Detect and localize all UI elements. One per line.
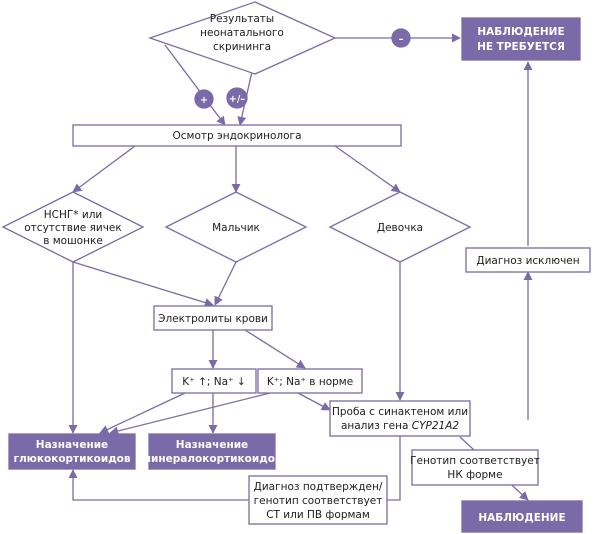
arrow-screening-to-exam-plus: [164, 44, 226, 126]
k-high-label: K⁺ ↑; Na⁺ ↓: [182, 376, 245, 388]
connectors: [68, 33, 533, 501]
screening-results-node: Результаты неонатального скрининга: [147, 1, 337, 75]
k-na-normal-node: K⁺; Na⁺ в норме: [257, 368, 363, 394]
arrow-k-normal-to-synacthen: [297, 392, 331, 411]
plus-badge: +: [194, 89, 214, 109]
plus-minus-badge-label: +/–: [229, 94, 245, 105]
blood-electrolytes-node: Электролиты крови: [153, 305, 273, 331]
girl-label: Девочка: [377, 222, 423, 234]
diagnosis-confirmed-node: Диагноз подтвержден/ генотип соответству…: [248, 475, 388, 525]
minus-badge-label: –: [399, 34, 404, 45]
arrow-electrolytes-to-k-normal: [244, 329, 306, 369]
nsng-line-1: НСНГ* или: [44, 209, 102, 221]
observation-node: НАБЛЮДЕНИЕ: [461, 500, 583, 533]
screening-line-3: скрининга: [213, 41, 271, 53]
synacthen-line-2-text: анализ гена: [341, 420, 412, 432]
endocrinologist-label: Осмотр эндокринолога: [172, 130, 301, 142]
plus-badge-label: +: [200, 95, 208, 106]
confirmed-line-1: Диагноз подтвержден/: [254, 481, 383, 493]
nk-form-line-2: НК форме: [447, 469, 502, 481]
arrow-nsng-to-electrolytes: [72, 261, 214, 307]
k-normal-label: K⁺; Na⁺ в норме: [267, 376, 353, 388]
nsng-line-2: отсутствие яичек: [24, 222, 122, 234]
confirmed-line-3: СТ или ПВ формам: [266, 509, 370, 521]
no-observation-line-2: НЕ ТРЕБУЕТСЯ: [477, 41, 565, 53]
glucocorticoids-line-1: Назначение: [36, 439, 108, 451]
confirmed-line-2: генотип соответствует: [254, 495, 383, 507]
arrow-confirmed-to-glucocorticoids: [68, 436, 401, 501]
arrow-boy-to-electrolytes: [214, 261, 237, 306]
synacthen-line-2: анализ гена CYP21A2: [341, 420, 459, 432]
screening-line-1: Результаты: [210, 13, 274, 25]
girl-node: Девочка: [328, 191, 472, 263]
k-high-na-low-node: K⁺ ↑; Na⁺ ↓: [171, 368, 257, 394]
nsng-line-3: в мошонке: [43, 235, 103, 247]
electrolytes-label: Электролиты крови: [158, 313, 268, 325]
diagnosis-excluded-label: Диагноз исключен: [476, 255, 579, 267]
plus-minus-badge: +/–: [226, 87, 248, 109]
arrow-exam-to-girl: [334, 145, 401, 193]
diagnosis-excluded-node: Диагноз исключен: [465, 247, 591, 273]
gene-name: CYP21A2: [412, 420, 460, 432]
synacthen-test-node: Проба с синактеном или анализ гена CYP21…: [329, 400, 471, 437]
arrow-k-normal-to-glucocorticoids: [109, 392, 271, 436]
nsng-node: НСНГ* или отсутствие яичек в мошонке: [1, 191, 145, 263]
screening-line-2: неонатального: [200, 27, 284, 39]
glucocorticoids-line-2: глюкокортикоидов: [13, 453, 130, 465]
synacthen-line-1: Проба с синактеном или: [332, 406, 468, 418]
boy-node: Мальчик: [164, 191, 308, 263]
mineralocorticoids-line-2: минералокортикоидов: [142, 453, 282, 465]
no-observation-line-1: НАБЛЮДЕНИЕ: [477, 26, 564, 38]
mineralocorticoids-line-1: Назначение: [176, 439, 248, 451]
no-observation-needed-node: НАБЛЮДЕНИЕ НЕ ТРЕБУЕТСЯ: [461, 17, 581, 61]
nk-form-genotype-node: Генотип соответствует НК форме: [410, 449, 540, 486]
glucocorticoids-node: Назначение глюкокортикоидов: [8, 433, 136, 470]
mineralocorticoids-node: Назначение минералокортикоидов: [142, 433, 282, 470]
arrow-k-high-to-glucocorticoids: [99, 392, 186, 434]
nk-form-line-1: Генотип соответствует: [410, 455, 540, 467]
endocrinologist-exam-node: Осмотр эндокринолога: [72, 124, 402, 147]
boy-label: Мальчик: [212, 222, 260, 234]
minus-badge: –: [391, 28, 411, 48]
observation-label: НАБЛЮДЕНИЕ: [478, 512, 565, 524]
arrow-exam-to-nsng: [72, 145, 136, 193]
